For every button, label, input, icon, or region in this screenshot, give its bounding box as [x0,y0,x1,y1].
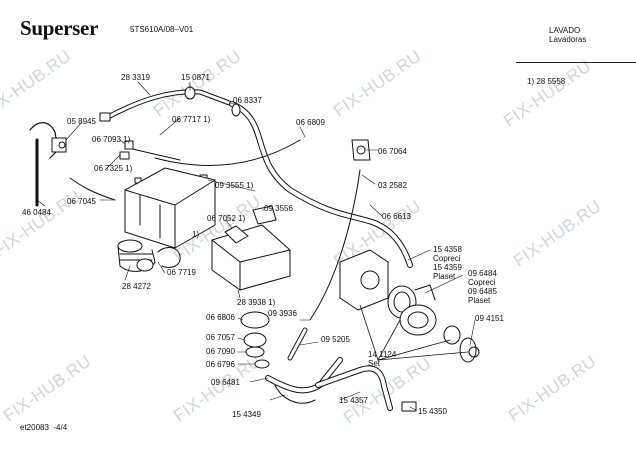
part-label: 06 7717 1) [172,115,211,124]
brand-logo: Superser [20,16,99,40]
part-label: 09 6484 [468,269,497,278]
elbow-valve [29,122,67,159]
part-label-sub: Plaset [433,272,456,281]
part-label: 09 4151 [475,314,504,323]
part-label: 06 7064 [378,147,407,156]
part-label: 06 7045 [67,197,96,206]
part-label-stack: 15 4358 Copreci 15 4359 Plaset [433,245,462,281]
leader-lines [36,81,476,411]
part-label: 06 8337 [233,96,262,105]
part-label: 09 3556 [264,204,293,213]
part-label: 15 0871 [181,73,210,82]
part-label: 46 0484 [22,208,51,217]
part-label: 06 6796 [206,360,235,369]
drain-pump [339,249,417,319]
part-label: 15 4349 [232,410,261,419]
hose-top [99,86,235,122]
part-label-sub: Plaset [468,296,491,305]
bellows [117,239,181,272]
part-label: 09 3936 [268,309,297,318]
part-label: 28 3319 [121,73,150,82]
part-label: 06 7093 1) [92,135,131,144]
model-number: 5TS610A/08–V01 [130,25,194,34]
page-number: -4/4 [53,423,68,432]
part-label: 06 7325 1) [94,164,133,173]
footnote-1: 1) 28 5558 [527,77,566,86]
part-label: 06 6809 [296,118,325,127]
part-label: 06 7057 [206,333,235,342]
category-title: LAVADO [549,26,581,35]
drawer-housing [124,167,216,249]
part-label: 15 4359 [433,263,462,272]
part-label-sub: Set [368,359,381,368]
part-label: 09 5205 [321,335,350,344]
part-label: 03 2582 [378,181,407,190]
part-label-stack: 14 1124 Set [368,350,396,368]
part-label: 14 1124 [368,350,397,359]
hose-long [229,101,413,268]
part-label-sub: Copreci [433,254,461,263]
part-label: 06 6806 [206,313,235,322]
part-label: 06 7719 [167,268,196,277]
category-subtitle: Lavadoras [549,35,587,44]
part-label: 09 6485 [468,287,497,296]
part-label: 06 6613 [382,212,411,221]
marker-footnote: 1) [192,230,200,239]
part-label: 06 7052 1) [207,214,246,223]
document-footer: et20083 -4/4 [20,423,67,432]
part-label: 09 6481 [211,378,240,387]
part-label: 15 4350 [418,407,447,416]
part-label: 06 7090 [206,347,235,356]
category-label: LAVADO Lavadoras [549,26,586,44]
part-label-stack: 09 6484 Copreci 09 6485 Plaset [468,269,497,305]
notes-divider [516,62,636,63]
part-label: 28 3938 1) [237,298,276,307]
detergent-drawer [211,205,291,291]
document-id: et20083 [20,423,49,432]
part-label: 15 4358 [433,245,462,254]
part-label: 15 4357 [339,396,368,405]
part-label: 28 4272 [122,282,151,291]
part-label: 09 3555 1) [215,181,254,190]
part-label-sub: Copreci [468,278,496,287]
part-label: 05 8945 [67,117,96,126]
